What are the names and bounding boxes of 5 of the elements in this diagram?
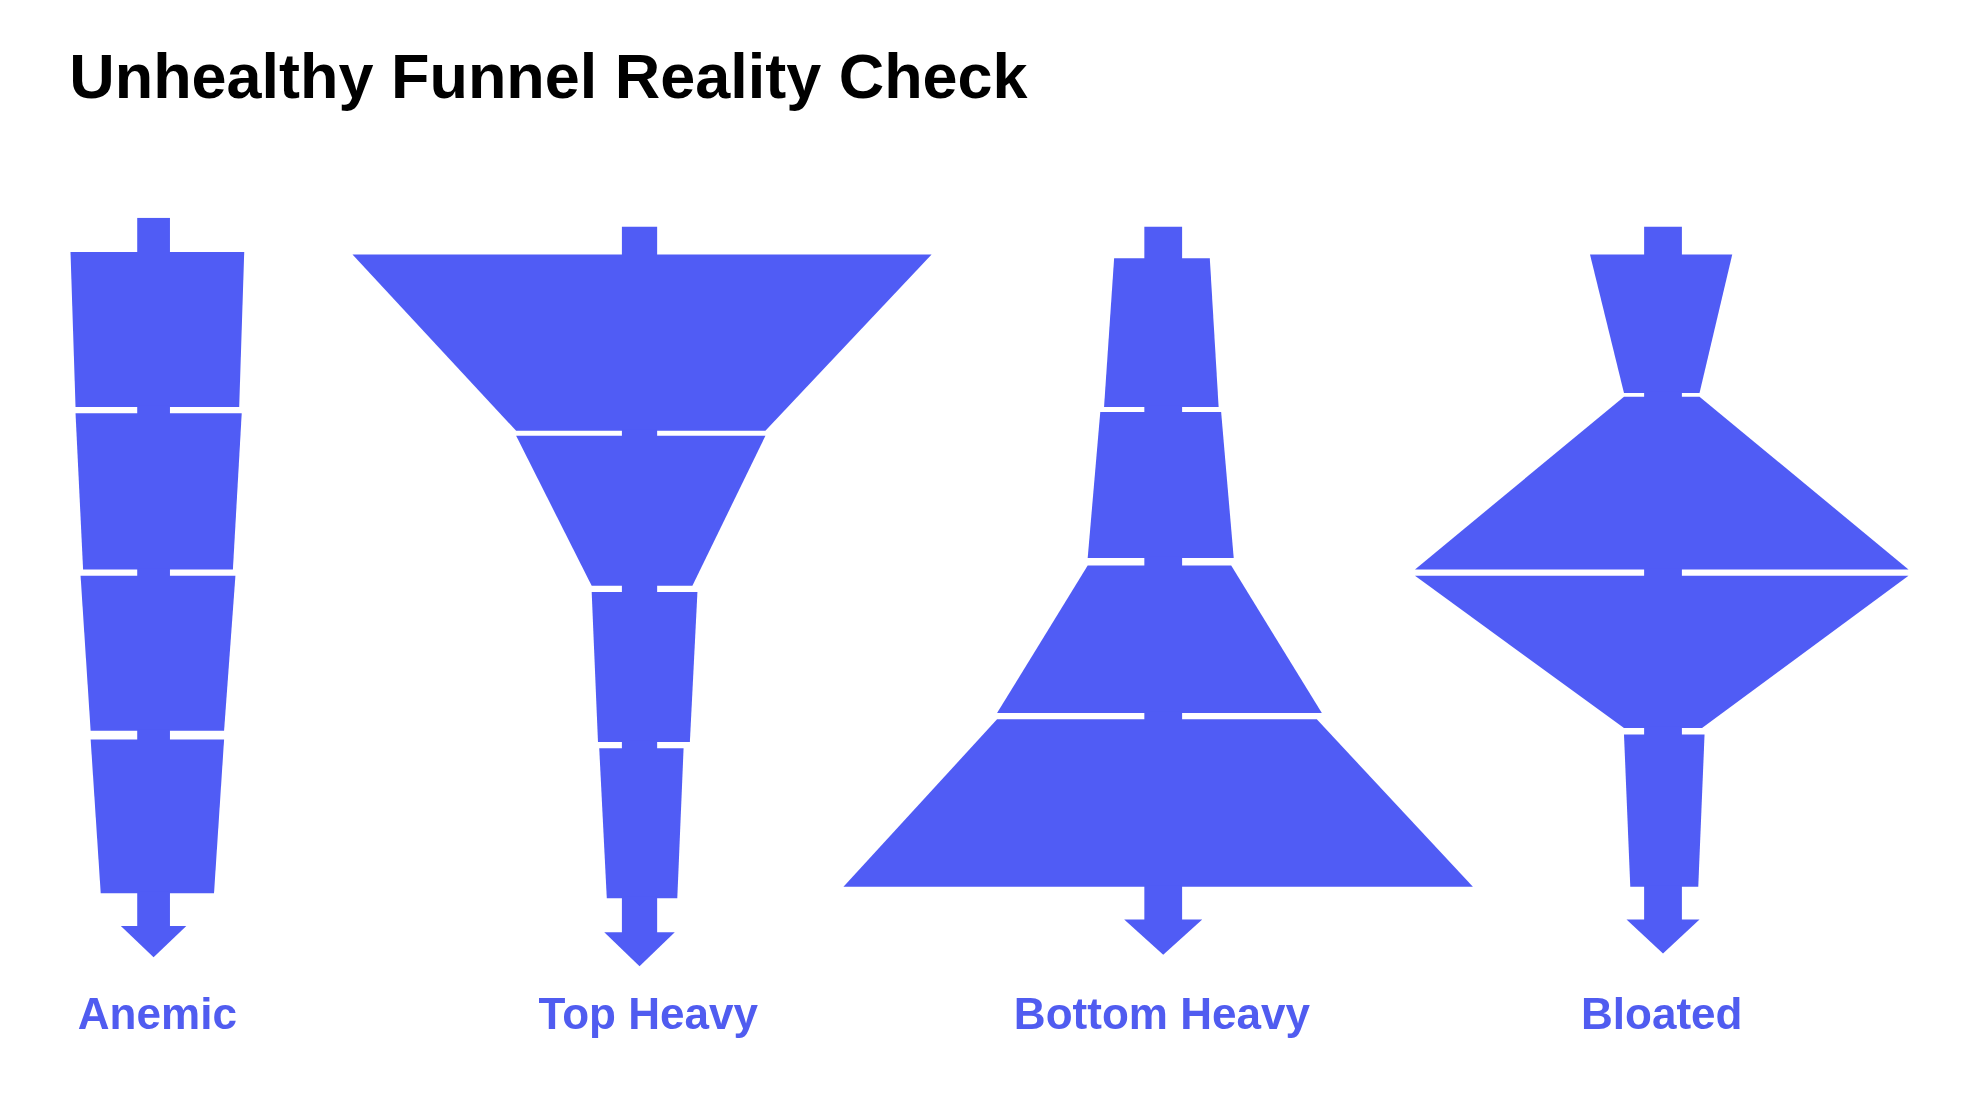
funnel-label: Bottom Heavy xyxy=(1013,990,1311,1039)
title: Unhealthy Funnel Reality Check xyxy=(69,42,1028,113)
funnel-label: Bloated xyxy=(1580,990,1743,1039)
funnel-label: Anemic xyxy=(77,990,237,1039)
funnel-label: Top Heavy xyxy=(538,990,759,1039)
